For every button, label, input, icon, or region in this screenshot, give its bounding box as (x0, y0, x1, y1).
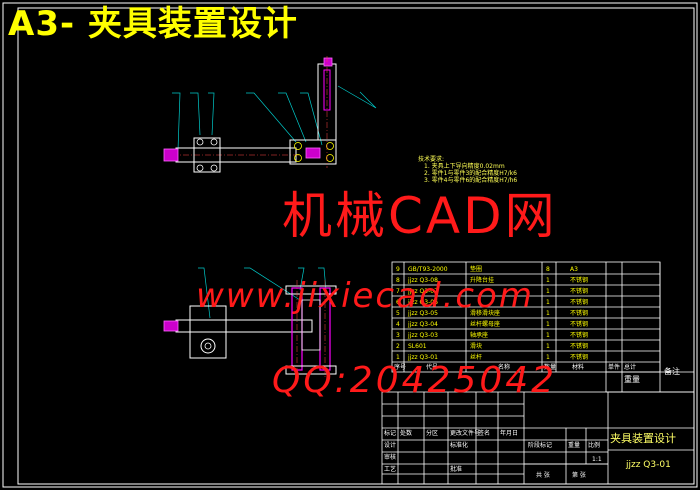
tb-label-approve: 批准 (450, 466, 463, 473)
bom-row-code: jjzz Q3-03 (408, 332, 438, 339)
bom-row-qty: 1 (546, 343, 550, 350)
tb-label-date: 年月日 (500, 430, 519, 437)
front-view (163, 267, 337, 378)
bom-header-remarks: 备注 (664, 367, 680, 376)
title-block-grid (381, 391, 695, 485)
qq-watermark: QQ:20425042 (272, 360, 558, 401)
tb-label-design: 设计 (384, 442, 397, 449)
tech-note-1: 1. 夹具上下导向精度0.02mm (424, 163, 505, 170)
bom-row-qty: 1 (546, 354, 550, 361)
bom-row-material: 不锈钢 (570, 332, 589, 339)
bom-row-name: 丝杆螺母座 (470, 321, 501, 328)
bom-row-no: 4 (396, 321, 400, 328)
bom-row-qty: 1 (546, 332, 550, 339)
bom-header-total: 总计 (624, 364, 637, 371)
bom-row-material: 不锈钢 (570, 288, 589, 295)
bom-row-qty: 1 (546, 288, 550, 295)
bom-row-code: jjzz Q3-08 (408, 277, 438, 284)
bom-header-qty: 数量 (544, 364, 557, 371)
tech-note-2: 2. 零件1与零件3的配合精度H7/k6 (424, 170, 517, 177)
tb-label-zone: 分区 (426, 430, 439, 437)
bom-header-material: 材料 (572, 364, 585, 371)
bom-row-no: 6 (396, 299, 400, 306)
handle (163, 148, 179, 162)
inner-border (17, 7, 695, 485)
bom-row-material: 不锈钢 (570, 343, 589, 350)
bom-row-no: 3 (396, 332, 400, 339)
bom-grid (391, 261, 694, 393)
bom-row-name: 垫圈 (470, 266, 483, 273)
bom-row-name: 轴承座 (470, 332, 489, 339)
tb-label-sign: 签名 (478, 430, 491, 437)
tb-label-total-sheets: 共 张 (536, 472, 550, 479)
tech-note-title: 技术要求: (418, 156, 445, 163)
drawing-title: 夹具装置设计 (610, 432, 676, 445)
bom-row-qty: 1 (546, 310, 550, 317)
brand-watermark: 机械CAD网 (282, 187, 558, 245)
tb-label-review: 审核 (384, 454, 397, 461)
tb-label-change-doc: 更改文件号 (450, 430, 481, 437)
bom-row-name: 滑移滑块座 (470, 310, 501, 317)
url-watermark: www.jixiecad.com (196, 276, 534, 316)
bom-header-code: 代号 (426, 364, 439, 371)
bom-row-code: jjzz Q3-01 (408, 354, 438, 361)
bom-row-no: 5 (396, 310, 400, 317)
bom-row-no: 9 (396, 266, 400, 273)
front-bearing-block (189, 305, 227, 359)
tb-label-stage: 阶段标记 (528, 442, 553, 449)
tech-note-3: 3. 零件4与零件6的配合精度H7/h6 (424, 177, 518, 184)
bom-row-no: 8 (396, 277, 400, 284)
bom-header-weight: 重量 (624, 375, 640, 384)
bom-row-qty: 1 (546, 277, 550, 284)
bom-row-material: A3 (570, 266, 578, 273)
bom-row-material: 不锈钢 (570, 277, 589, 284)
bom-header-name: 名称 (498, 364, 511, 371)
bom-row-qty: 8 (546, 266, 550, 273)
front-view-leaders (198, 267, 327, 319)
bearing-block (193, 137, 221, 173)
bom-row-code: SL601 (408, 343, 427, 350)
bom-row-code: jjzz Q3-05 (408, 310, 438, 317)
bom-row-material: 不锈钢 (570, 310, 589, 317)
page-heading: A3- 夹具装置设计 (8, 4, 298, 44)
tb-label-count: 处数 (400, 430, 413, 437)
tb-scale-value: 1:1 (592, 456, 602, 463)
bom-row-no: 1 (396, 354, 400, 361)
bom-row-name: 丝杆 (470, 354, 483, 361)
bom-row-material: 不锈钢 (570, 299, 589, 306)
top-view (163, 56, 377, 173)
tb-label-scale: 比例 (588, 442, 601, 449)
bom-row-qty: 1 (546, 321, 550, 328)
tb-label-process: 工艺 (384, 466, 397, 473)
tb-label-weight: 重量 (568, 442, 581, 449)
bom-row-no: 7 (396, 288, 400, 295)
nut-block (289, 139, 337, 165)
bom-row-qty: 1 (546, 299, 550, 306)
bom-row-name: 滑块 (470, 343, 483, 350)
bom-header-unit: 单件 (608, 364, 621, 371)
tb-label-mark: 标记 (384, 430, 397, 437)
bom-row-no: 2 (396, 343, 400, 350)
tb-label-sheet-no: 第 张 (572, 472, 586, 479)
drawing-code: jjzz Q3-01 (626, 460, 671, 470)
tb-label-standard: 标准化 (450, 442, 469, 449)
bom-row-code: jjzz Q3-04 (408, 321, 438, 328)
top-view-leaders (172, 85, 377, 151)
bom-row-code: jjzz Q3-06 (408, 299, 438, 306)
bom-row-name: 升降台挂 (470, 277, 495, 284)
bom-row-code: jjzz Q3-07 (408, 288, 438, 295)
bom-row-code: GB/T93-2000 (408, 266, 448, 273)
bom-row-material: 不锈钢 (570, 354, 589, 361)
bom-header-no: 序号 (394, 364, 407, 371)
bom-row-material: 不锈钢 (570, 321, 589, 328)
